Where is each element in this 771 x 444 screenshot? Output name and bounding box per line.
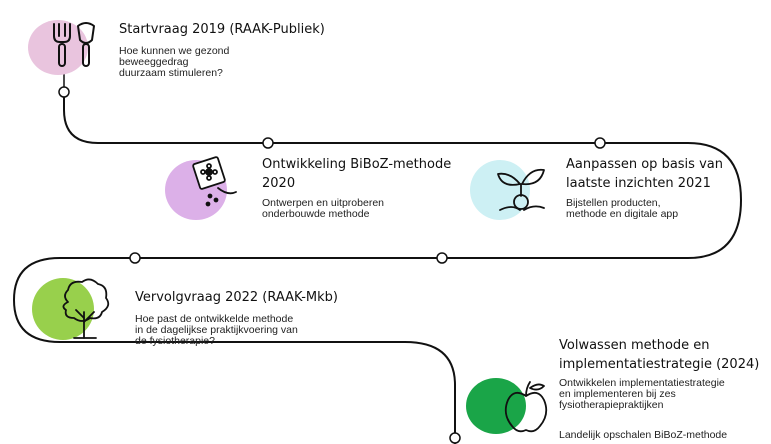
milestone-3-description: Bijstellen producten, methode en digital…: [566, 197, 679, 220]
milestone-5-description-2: Landelijk opschalen BiBoZ-methode: [559, 429, 728, 441]
milestone-3-title: Aanpassen op basis van laatste inzichten…: [566, 157, 723, 191]
timeline-node: [262, 137, 274, 149]
milestone-4-description: Hoe past de ontwikkelde methode in de da…: [135, 313, 298, 347]
milestone-5-title: Volwassen methode en implementatiestrate…: [559, 338, 760, 372]
timeline-node: [129, 252, 141, 264]
milestone-2-title: Ontwikkeling BiBoZ-methode 2020: [262, 157, 452, 191]
apple-icon: [504, 381, 548, 433]
milestone-1-title: Startvraag 2019 (RAAK-Publiek): [119, 22, 325, 37]
milestone-5-blob: [466, 378, 526, 434]
timeline-node: [58, 86, 70, 98]
milestone-4-title: Vervolgvraag 2022 (RAAK-Mkb): [135, 290, 338, 305]
milestone-5-description: Ontwikkelen implementatiestrategie en im…: [559, 377, 725, 411]
milestone-2-description: Ontwerpen en uitproberen onderbouwde met…: [262, 197, 384, 220]
tree-icon: [62, 278, 110, 339]
timeline-node: [594, 137, 606, 149]
milestone-1-description: Hoe kunnen we gezond beweeggedrag duurza…: [119, 45, 230, 79]
seed-packet-icon: [192, 156, 237, 207]
sprout-icon: [497, 168, 545, 211]
timeline-node: [449, 432, 461, 444]
timeline-node: [436, 252, 448, 264]
garden-tools-icon: [53, 22, 95, 67]
